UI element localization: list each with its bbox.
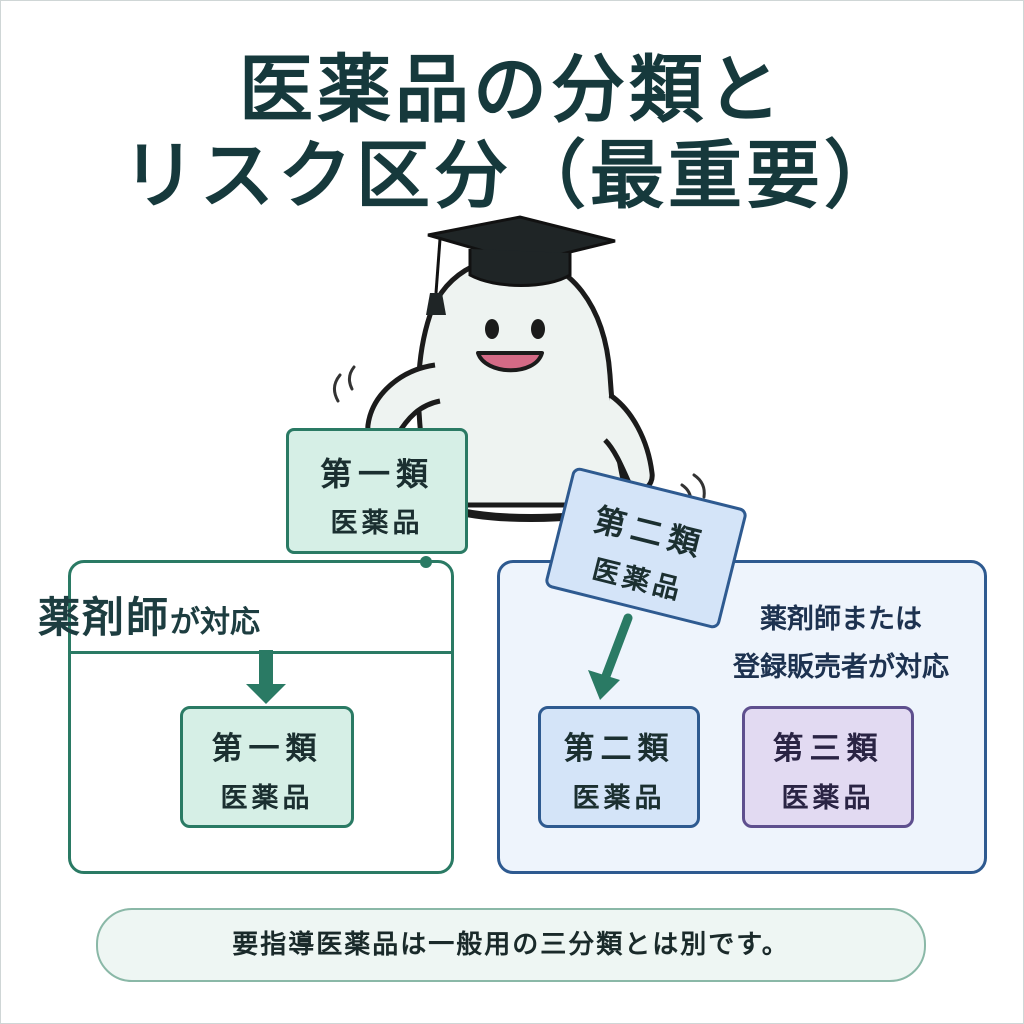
title-line-1: 医薬品の分類と xyxy=(239,47,785,133)
right-panel-label-line2: 登録販売者が対応 xyxy=(733,652,949,683)
second-class-card-line1: 第二類 xyxy=(563,731,675,767)
third-class-card: 第三類 医薬品 xyxy=(742,706,914,828)
pharmacist-label: 薬剤師が対応 xyxy=(38,584,260,645)
note-banner: 要指導医薬品は一般用の三分類とは別です。 xyxy=(96,908,926,982)
second-class-card-line2: 医薬品 xyxy=(572,783,666,814)
first-class-card: 第一類 医薬品 xyxy=(180,706,354,828)
first-class-card-line1: 第一類 xyxy=(211,731,323,767)
third-class-card-line2: 医薬品 xyxy=(781,783,875,814)
first-class-sign-line1: 第一類 xyxy=(319,455,434,493)
right-panel-label-line1: 薬剤師または xyxy=(760,604,922,635)
first-class-sign-line2: 医薬品 xyxy=(330,508,424,539)
pharmacist-label-suffix: が対応 xyxy=(170,605,261,640)
title-line-2: リスク区分（最重要） xyxy=(122,133,902,219)
pharmacist-label-main: 薬剤師 xyxy=(38,593,171,642)
third-class-card-line1: 第三類 xyxy=(772,731,884,767)
second-class-card: 第二類 医薬品 xyxy=(538,706,700,828)
first-class-card-line2: 医薬品 xyxy=(220,783,314,814)
first-class-sign: 第一類 医薬品 xyxy=(286,428,468,554)
